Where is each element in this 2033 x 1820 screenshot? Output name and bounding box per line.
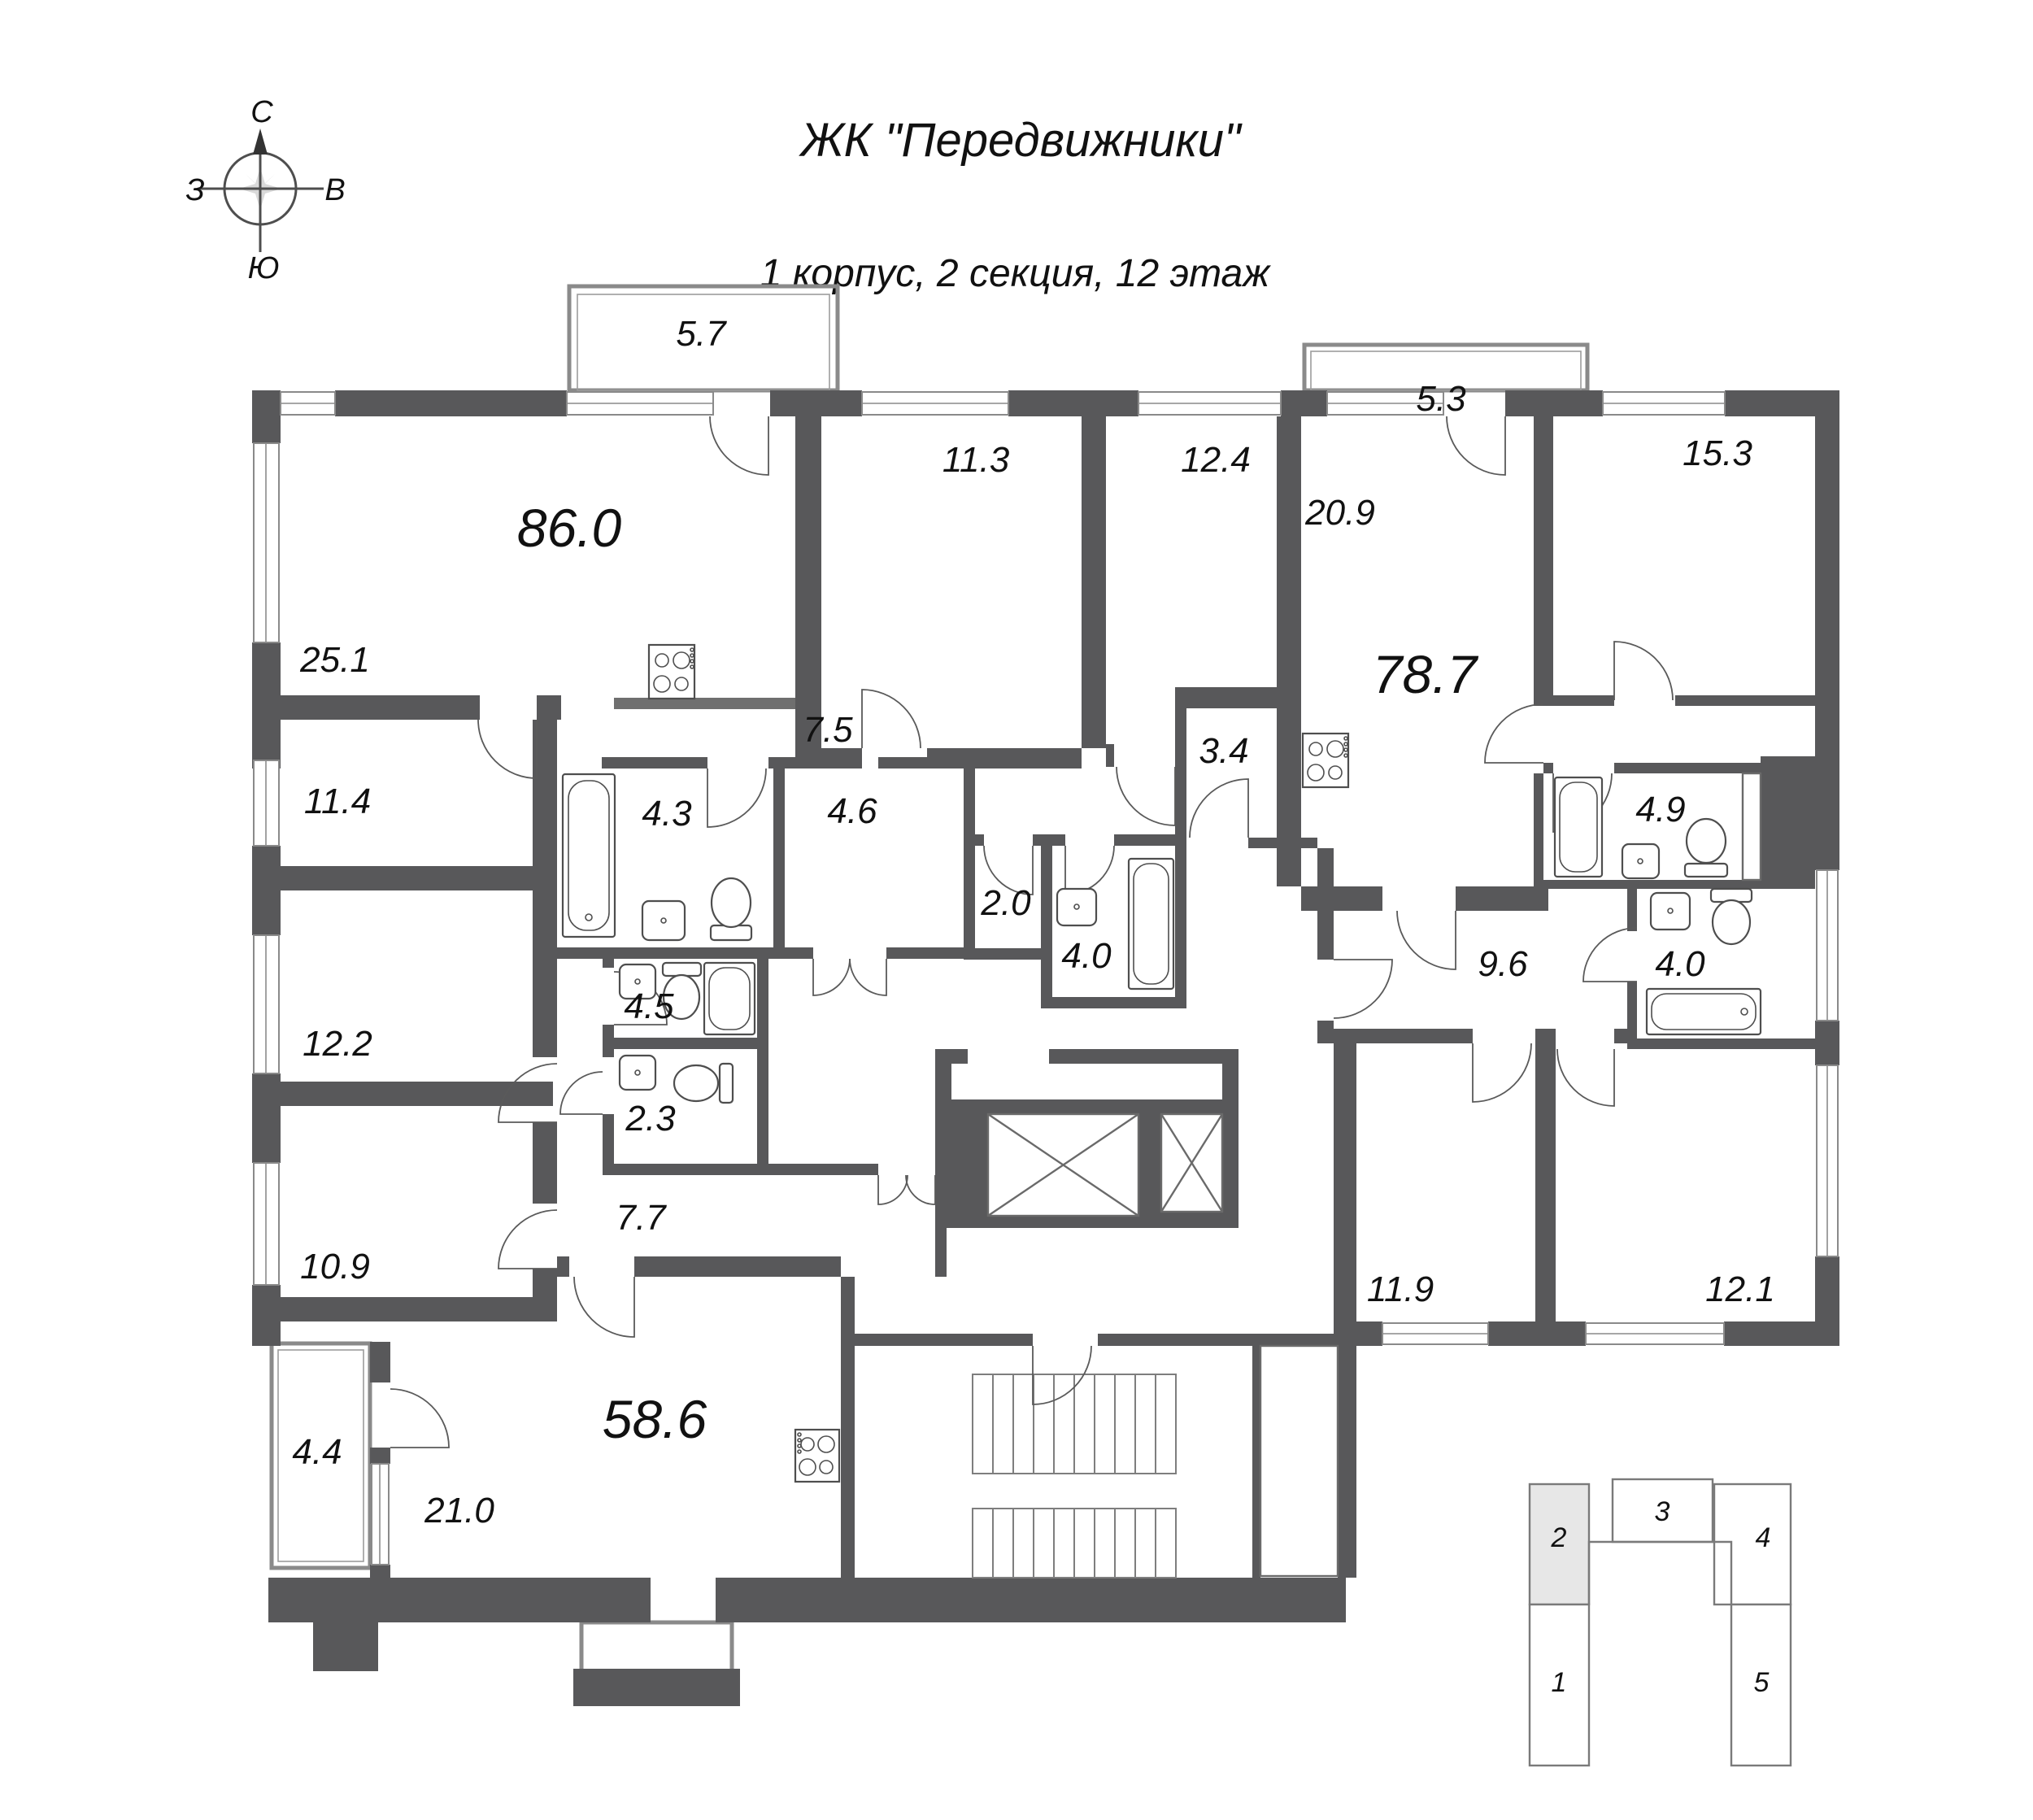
room-area-label: 4.9 xyxy=(1635,790,1685,829)
room-area-label: 5.7 xyxy=(676,314,727,354)
compass-east-label: В xyxy=(324,173,345,207)
elevator-core xyxy=(935,1049,1239,1228)
key-plan-section-3 xyxy=(1611,1478,1714,1544)
room-area-label: 4.6 xyxy=(827,791,877,831)
bathtub-icon xyxy=(1645,987,1762,1036)
bathtub-icon xyxy=(1553,776,1604,878)
room-area-label: 11.3 xyxy=(942,440,1010,480)
room-area-label: 12.2 xyxy=(303,1024,372,1064)
key-plan-section-label: 2 xyxy=(1551,1522,1567,1553)
room-area-label: 15.3 xyxy=(1683,433,1752,473)
apartment-total-label: 86.0 xyxy=(517,498,622,558)
bathtub-icon xyxy=(561,773,616,938)
duct-shaft xyxy=(1259,1344,1339,1578)
bathtub-icon xyxy=(1127,857,1175,991)
compass-north-label: С xyxy=(250,95,273,129)
key-plan-section-5 xyxy=(1730,1603,1792,1767)
room-area-label: 7.5 xyxy=(803,710,853,750)
apartment-total-label: 58.6 xyxy=(603,1389,707,1449)
toilet-icon xyxy=(661,961,703,1021)
room-area-label: 2.3 xyxy=(625,1099,676,1139)
room-area-label: 2.0 xyxy=(980,883,1031,923)
room-area-label: 4.3 xyxy=(642,794,692,834)
elevator-shaft-small-icon xyxy=(1160,1112,1224,1213)
sink-icon xyxy=(1649,891,1691,931)
bathtub-icon xyxy=(703,961,756,1036)
sink-icon xyxy=(1056,887,1098,927)
sink-icon xyxy=(618,1054,657,1091)
stove-icon xyxy=(1301,732,1350,789)
key-plan-section-label: 3 xyxy=(1655,1496,1670,1527)
room-area-label: 4.5 xyxy=(624,986,674,1026)
room-area-label: 12.1 xyxy=(1705,1269,1775,1309)
room-area-labels: 5.7 86.0 25.1 11.3 12.4 5.3 20.9 15.3 78… xyxy=(292,314,1774,1530)
elevator-shaft-large-icon xyxy=(986,1112,1140,1217)
page-title: ЖК "Передвижники" xyxy=(798,114,1243,167)
sink-icon xyxy=(1621,843,1661,880)
exterior-walls xyxy=(252,390,1839,1671)
sink-icon xyxy=(641,899,686,942)
toilet-icon xyxy=(1709,887,1753,946)
room-area-label: 5.3 xyxy=(1416,379,1466,419)
toilet-icon xyxy=(673,1062,734,1104)
compass-south-label: Ю xyxy=(248,251,280,285)
stove-icon xyxy=(647,643,696,700)
key-plan-section-1 xyxy=(1528,1603,1591,1767)
room-area-label: 9.6 xyxy=(1478,944,1528,984)
sink-icon xyxy=(618,963,657,1000)
room-area-label: 25.1 xyxy=(299,640,370,680)
key-plan: 2 3 4 1 5 xyxy=(1528,1478,1792,1767)
room-area-label: 4.0 xyxy=(1655,944,1705,984)
room-area-label: 11.4 xyxy=(304,782,371,821)
room-area-label: 4.4 xyxy=(292,1432,342,1472)
page-subtitle: 1 корпус, 2 секция, 12 этаж xyxy=(760,252,1271,295)
toilet-icon xyxy=(1683,817,1729,878)
compass-west-label: З xyxy=(185,173,204,207)
key-plan-section-4 xyxy=(1713,1483,1792,1606)
room-area-label: 20.9 xyxy=(1304,493,1375,533)
compass-rose-icon: С В З Ю xyxy=(185,95,345,285)
apartment-total-label: 78.7 xyxy=(1373,644,1479,704)
key-plan-section-label: 1 xyxy=(1552,1667,1567,1698)
windows xyxy=(253,391,1839,1565)
room-area-label: 12.4 xyxy=(1181,440,1251,480)
room-area-label: 4.0 xyxy=(1061,936,1112,976)
staircase-icon xyxy=(972,1374,1177,1578)
room-area-label: 10.9 xyxy=(300,1247,370,1287)
key-plan-section-label: 5 xyxy=(1754,1667,1770,1698)
key-plan-section-label: 4 xyxy=(1756,1522,1771,1553)
room-area-label: 3.4 xyxy=(1199,731,1248,771)
room-area-label: 21.0 xyxy=(424,1491,494,1530)
room-area-label: 7.7 xyxy=(616,1198,667,1238)
toilet-icon xyxy=(709,877,753,942)
room-area-label: 11.9 xyxy=(1367,1269,1434,1309)
interior-walls xyxy=(276,416,1815,1582)
stove-icon xyxy=(794,1428,841,1483)
duct-shaft-small xyxy=(1741,772,1762,882)
